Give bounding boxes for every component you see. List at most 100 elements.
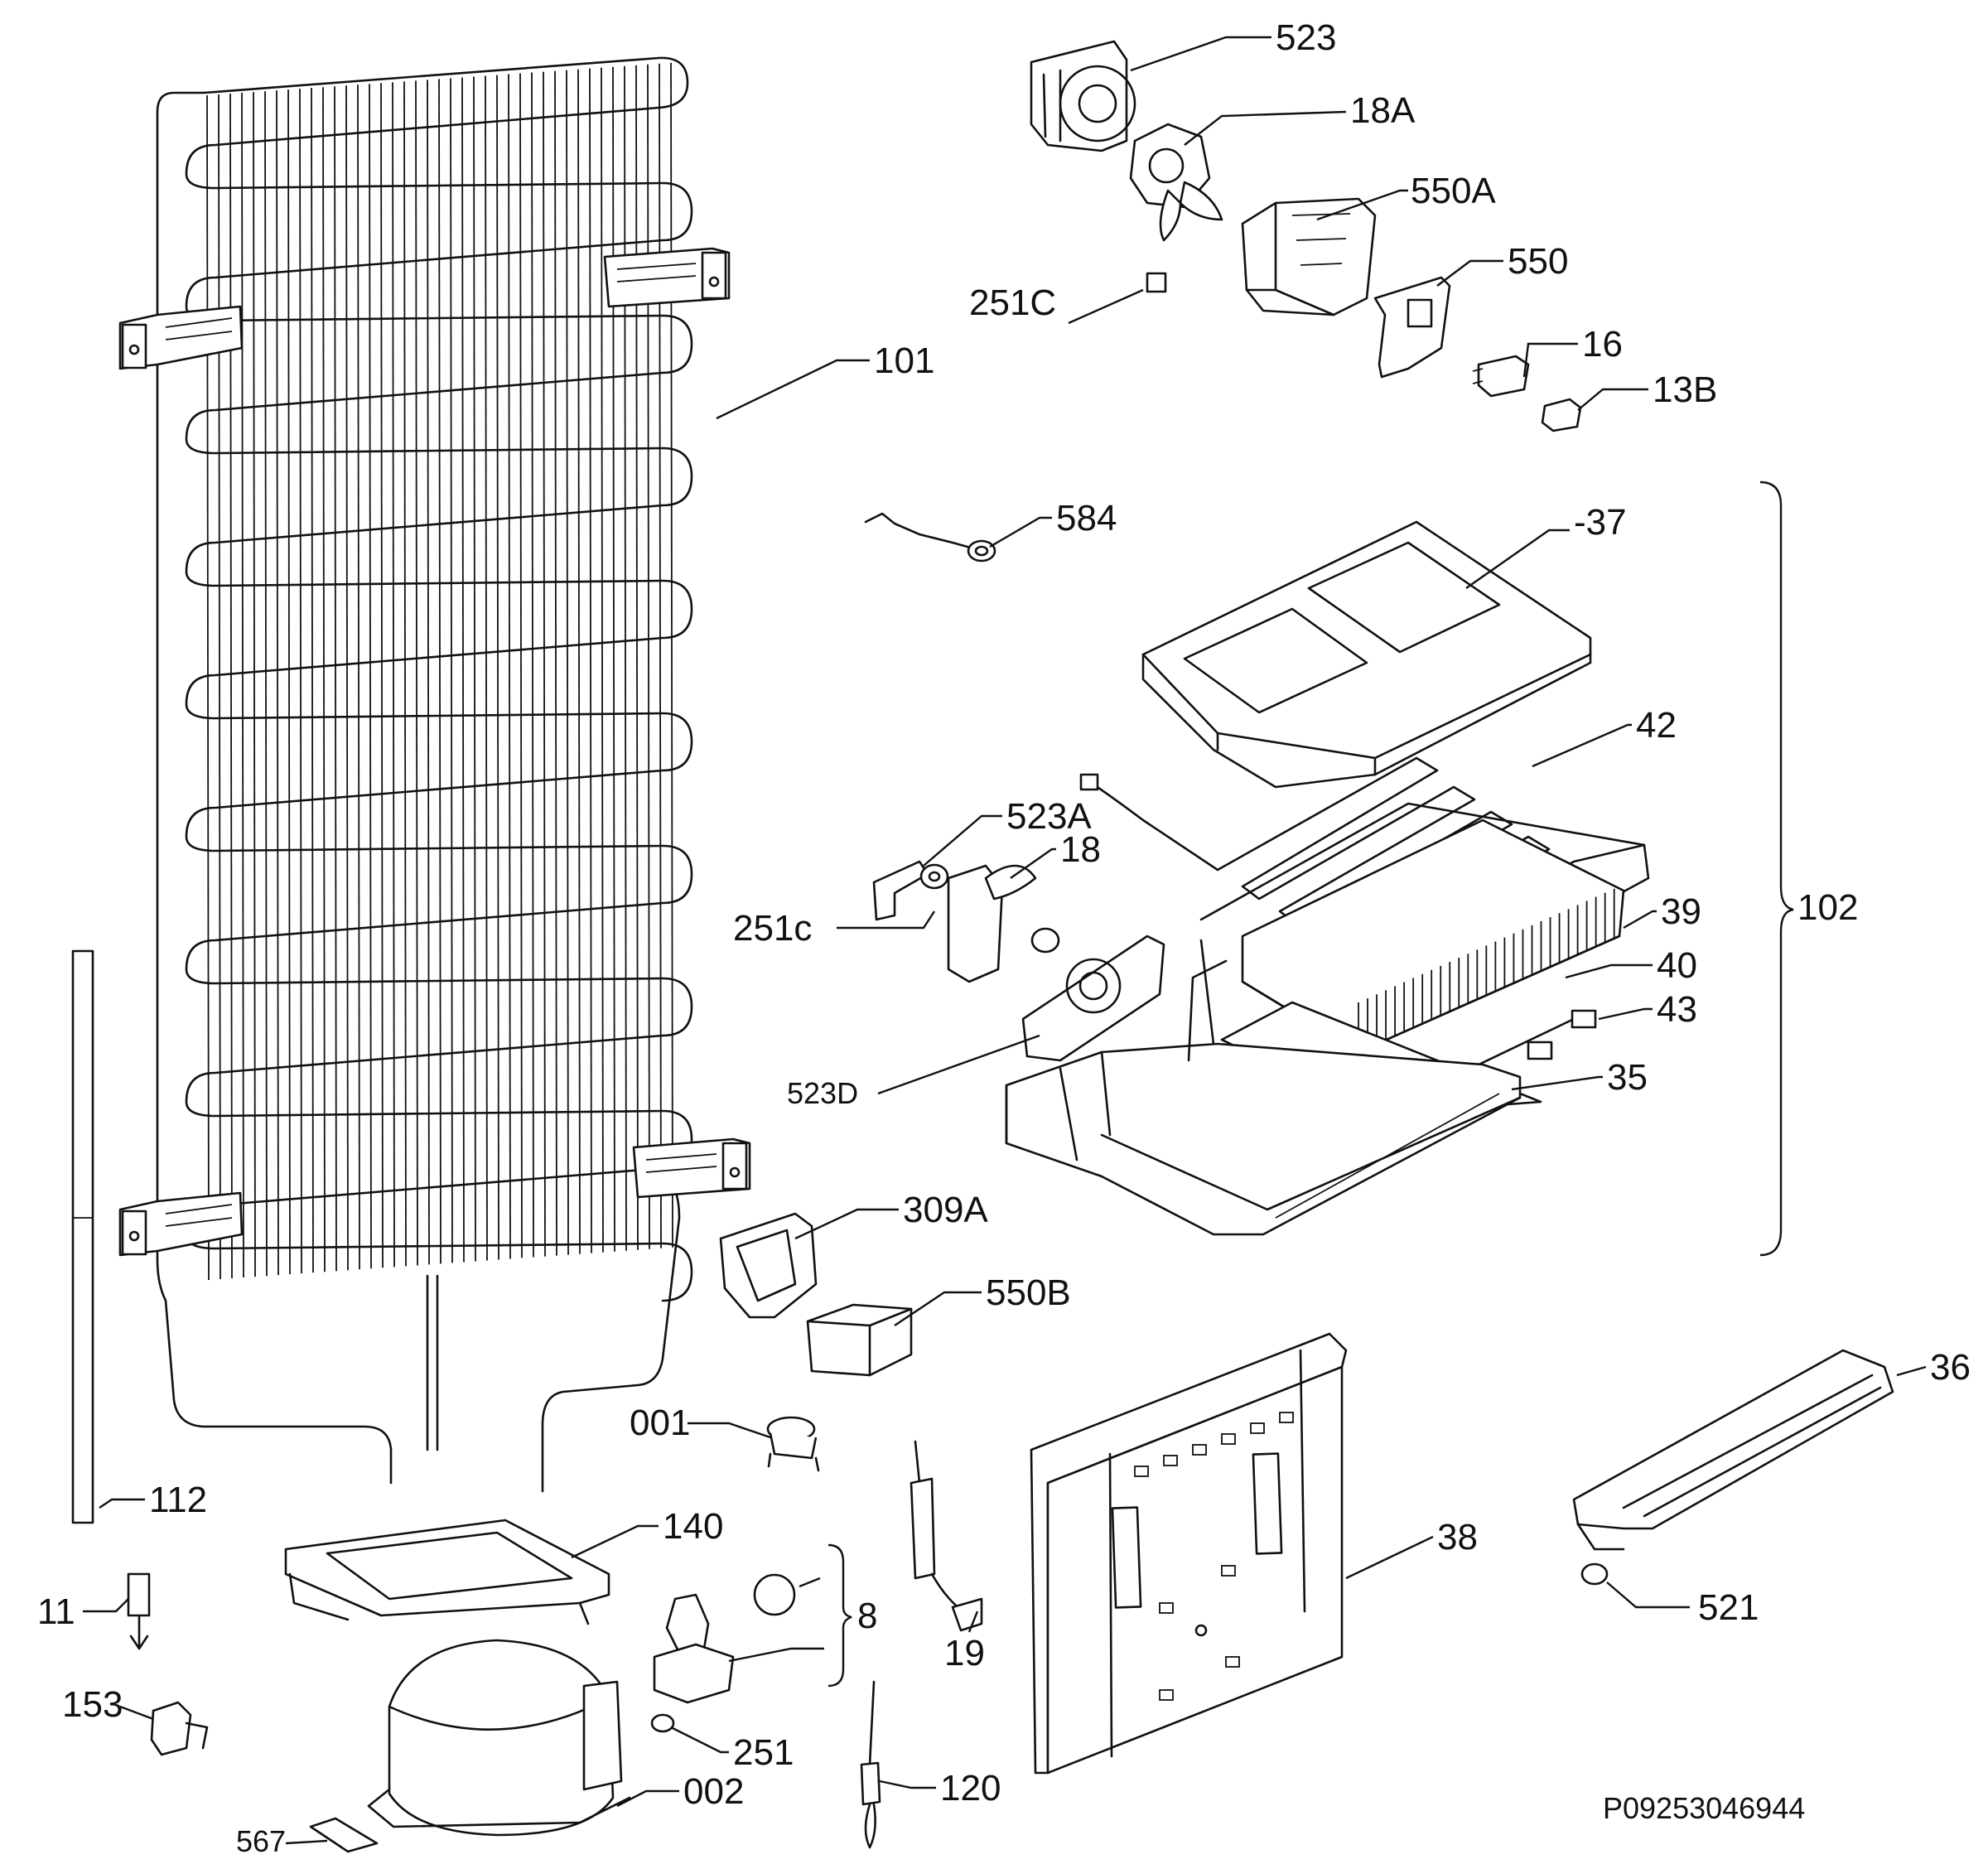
label-521: 521 [1698, 1587, 1759, 1628]
condenser-wire [508, 74, 511, 1259]
condenser-wire [357, 85, 360, 1270]
label-18a: 18A [1350, 90, 1416, 131]
sensor-120 [860, 1680, 881, 1849]
label-102: 102 [1797, 887, 1858, 928]
cover-panel-38 [1030, 1332, 1348, 1775]
part-251c-small-top [1146, 272, 1167, 293]
condenser-wire [496, 75, 499, 1260]
label-309a: 309A [903, 1190, 988, 1230]
label-112: 112 [149, 1480, 207, 1520]
label-19: 19 [944, 1633, 985, 1673]
fan-housing-523 [1030, 40, 1136, 152]
bracket-8 [828, 1543, 852, 1688]
label-251: 251 [733, 1732, 794, 1773]
label-251c-top: 251C [969, 282, 1056, 323]
label-42: 42 [1636, 705, 1677, 746]
relay-set-8 [653, 1573, 796, 1704]
condenser-wire [554, 70, 557, 1256]
condenser-wire [566, 70, 569, 1255]
condenser-wire [392, 82, 395, 1268]
condenser-wire [369, 84, 372, 1269]
heater-19 [910, 1440, 983, 1632]
condenser-wire [253, 92, 256, 1277]
button-13b [1541, 398, 1582, 432]
bracket-102 [1759, 480, 1794, 1257]
evaporator-cover-37 [1141, 520, 1592, 789]
label-35: 35 [1607, 1057, 1648, 1098]
label-584: 584 [1056, 498, 1117, 538]
shelf-support-36 [1572, 1349, 1894, 1551]
condenser-wire [311, 88, 314, 1273]
condenser-wire [543, 71, 546, 1257]
condenser-wire [577, 69, 581, 1254]
label-567: 567 [236, 1824, 286, 1858]
bracket-309a [719, 1212, 818, 1319]
condenser-101 [118, 56, 751, 1493]
condenser-wire [519, 73, 523, 1258]
label-18: 18 [1060, 829, 1101, 870]
label-002: 002 [683, 1771, 744, 1812]
drain-tube-112 [71, 949, 94, 1524]
condenser-wire [229, 94, 233, 1279]
grommet-251c [919, 863, 949, 890]
sensor-584 [864, 512, 996, 563]
condenser-wire [380, 83, 384, 1268]
fan-motor-18a [1129, 123, 1223, 242]
condenser-wire [438, 79, 442, 1264]
condenser-wire [322, 87, 326, 1272]
condenser-wire [427, 80, 430, 1265]
switch-16 [1472, 355, 1530, 398]
condenser-wire [589, 68, 592, 1253]
condenser-wire [218, 94, 221, 1280]
control-box-550a [1241, 197, 1377, 316]
label-16: 16 [1582, 324, 1623, 365]
control-cover-550 [1373, 276, 1451, 379]
fan-motor-18 [947, 864, 1060, 983]
valve-11 [127, 1572, 151, 1650]
leader-lines [83, 36, 1927, 1845]
condenser-wire [473, 76, 476, 1262]
fan-gasket-523d [1021, 934, 1165, 1062]
ring-521 [1580, 1562, 1609, 1586]
condenser-wire [345, 85, 349, 1271]
part-labels: 523 18A 550A 550 251C 16 13B 101 584 -37… [37, 17, 1971, 1858]
condenser-wire [415, 80, 418, 1266]
part-43-clips [1527, 1009, 1597, 1060]
thermostat-001 [766, 1416, 820, 1472]
compressor-002 [367, 1639, 631, 1837]
label-523a: 523A [1006, 796, 1092, 837]
label-8: 8 [857, 1596, 877, 1636]
condenser-wire [206, 94, 210, 1281]
condenser-wire [461, 77, 465, 1263]
label-38: 38 [1437, 1517, 1478, 1557]
condenser-wire [276, 90, 279, 1276]
label-36: 36 [1930, 1347, 1971, 1388]
label-39: 39 [1661, 891, 1701, 932]
label-550a: 550A [1411, 171, 1496, 211]
label-11: 11 [37, 1591, 75, 1632]
label-550b: 550B [986, 1272, 1071, 1313]
label-43: 43 [1657, 989, 1697, 1030]
label-523: 523 [1276, 17, 1336, 58]
label-120: 120 [940, 1768, 1001, 1808]
condenser-wire [241, 93, 244, 1278]
valve-153 [150, 1701, 209, 1756]
label-40: 40 [1657, 945, 1697, 986]
condenser-bracket-top-left [118, 305, 244, 370]
relay-box-550b [806, 1303, 913, 1377]
condenser-wire [299, 89, 302, 1274]
condenser-wire [485, 75, 488, 1261]
condenser-bracket-bottom-right [632, 1137, 751, 1199]
label-001: 001 [630, 1403, 690, 1443]
condenser-wire [601, 67, 604, 1253]
condenser-bracket-top-right [603, 247, 731, 308]
label-251c: 251c [733, 908, 812, 949]
label-140: 140 [663, 1506, 723, 1547]
condenser-wire [531, 72, 534, 1258]
condenser-wire [334, 86, 337, 1272]
compressor-mount-140 [284, 1519, 610, 1625]
condenser-bracket-bottom-left [118, 1191, 244, 1257]
drawing-code: P09253046944 [1603, 1791, 1805, 1825]
condenser-wire [264, 91, 268, 1277]
